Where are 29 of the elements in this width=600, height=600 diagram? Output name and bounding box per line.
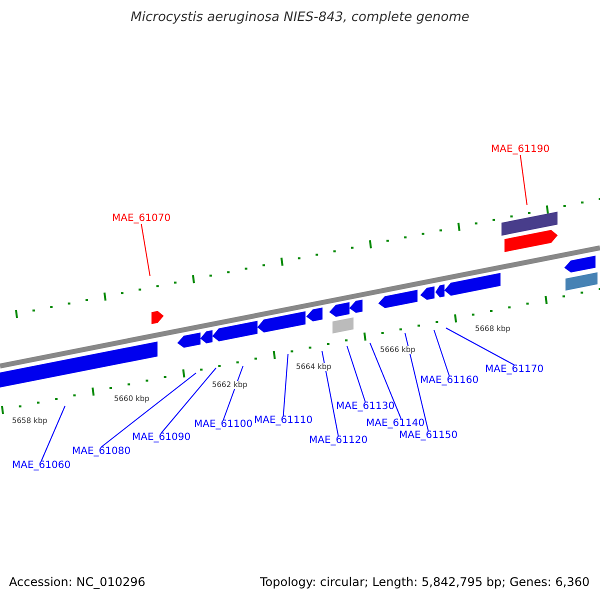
gene-label: MAE_61070 xyxy=(112,214,171,224)
leader-line xyxy=(40,406,66,462)
leader-line xyxy=(434,330,450,376)
leader-line xyxy=(404,332,429,432)
gene-label: MAE_61120 xyxy=(309,436,368,446)
gene-label: MAE_61160 xyxy=(420,376,479,386)
footer-text: Topology: circular; Length: 5,842,795 bp; Genes: 6,360 xyxy=(260,576,590,588)
gene-label: MAE_61130 xyxy=(336,402,395,412)
leader-line xyxy=(100,372,196,448)
leader-line xyxy=(222,366,244,420)
gene-label: MAE_61110 xyxy=(254,416,313,426)
leader-line xyxy=(370,342,402,420)
title: Microcystis aeruginosa NIES-843, complete genome xyxy=(130,11,470,24)
leader-line xyxy=(520,154,528,206)
gene-label: MAE_61080 xyxy=(72,447,131,457)
gene-label: MAE_61140 xyxy=(366,419,425,429)
gene-label: MAE_61190 xyxy=(491,145,550,155)
leader-line xyxy=(322,350,339,436)
gene-label: MAE_61170 xyxy=(485,365,544,375)
gene-label: MAE_61100 xyxy=(194,420,253,430)
leader-line xyxy=(160,368,216,434)
gene-label: MAE_61090 xyxy=(132,433,191,443)
leader-line xyxy=(282,354,288,416)
leader-line xyxy=(140,224,150,276)
gene-label: MAE_61150 xyxy=(399,431,458,441)
footer-text: Accession: NC_010296 xyxy=(9,576,146,588)
leader-line xyxy=(346,346,366,402)
gene-label: MAE_61060 xyxy=(12,461,71,471)
leader-line xyxy=(446,328,515,366)
